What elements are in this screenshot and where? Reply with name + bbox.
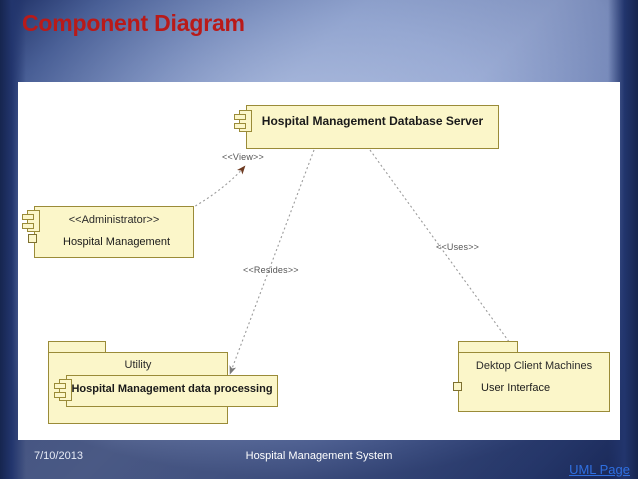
- slide-title: Component Diagram: [22, 10, 245, 36]
- package-desktop-client-machines-item-label: User Interface: [481, 382, 551, 394]
- component-administrator-item-label: Hospital Management: [63, 236, 171, 248]
- edge-label-view: <<View>>: [222, 152, 264, 162]
- component-database-server[interactable]: Hospital Management Database Server: [246, 105, 499, 149]
- slide-footer: 7/10/2013 Hospital Management System UML…: [0, 440, 638, 479]
- package-desktop-client-machines-tab: [458, 341, 518, 353]
- component-icon: [54, 379, 72, 401]
- component-icon: [234, 110, 252, 132]
- component-database-server-title: Hospital Management Database Server: [261, 114, 484, 128]
- component-hm-data-processing-title: Hospital Management data processing: [71, 383, 273, 395]
- square-icon: [28, 234, 37, 243]
- edge-resides: [229, 149, 315, 375]
- component-administrator[interactable]: <<Administrator>> Hospital Management: [34, 206, 194, 258]
- package-desktop-client-machines[interactable]: Dektop Client Machines User Interface: [458, 352, 610, 412]
- edge-label-uses: <<Uses>>: [436, 242, 480, 252]
- component-administrator-title: <<Administrator>>: [68, 214, 160, 226]
- footer-date: 7/10/2013: [34, 450, 83, 462]
- package-desktop-client-machines-title: Dektop Client Machines: [475, 360, 593, 372]
- package-utility-title: Utility: [124, 359, 152, 371]
- diagram-canvas: <<View>> <<Resides>> <<Uses>> Hospital M…: [18, 82, 620, 440]
- edge-label-resides: <<Resides>>: [243, 265, 299, 275]
- footer-title: Hospital Management System: [245, 450, 393, 462]
- component-hm-data-processing[interactable]: Hospital Management data processing: [66, 375, 278, 407]
- package-utility-tab: [48, 341, 106, 353]
- uml-page-link[interactable]: UML Page: [569, 462, 630, 477]
- component-icon: [22, 210, 40, 232]
- square-icon: [453, 382, 462, 391]
